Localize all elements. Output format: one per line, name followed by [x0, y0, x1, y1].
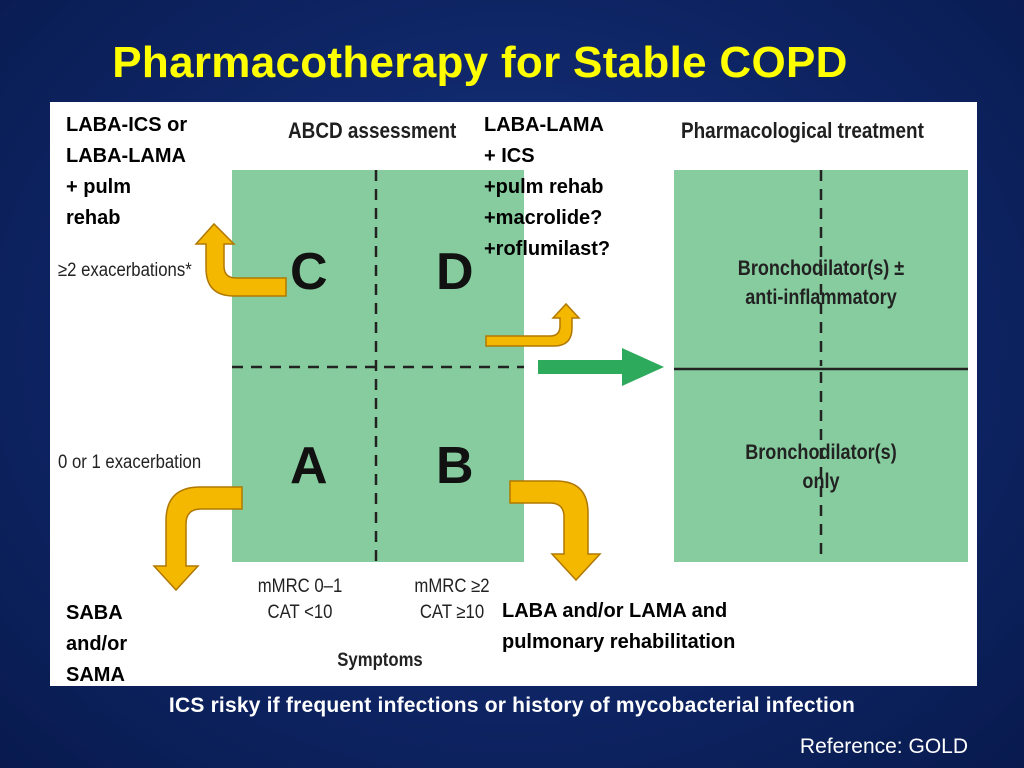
slide-title: Pharmacotherapy for Stable COPD	[112, 38, 848, 87]
x-axis-low-mmrc: mMRC 0–1	[257, 576, 343, 597]
arrow-c-icon	[194, 222, 287, 297]
arrow-a-icon	[152, 486, 243, 592]
group-a-therapy-note: SABA and/or SAMA	[66, 602, 128, 686]
y-axis-high-label: ≥2 exacerbations*	[58, 260, 192, 281]
x-axis-high-mmrc: mMRC ≥2	[414, 576, 490, 597]
x-axis-high-cat: CAT ≥10	[419, 602, 485, 623]
x-axis-low-cat: CAT <10	[267, 602, 333, 623]
x-axis-title: Symptoms	[337, 650, 423, 671]
footer-note: ICS risky if frequent infections or hist…	[168, 694, 856, 717]
group-d-therapy-note: LABA-LAMA + ICS +pulm rehab +macrolide? …	[484, 114, 611, 260]
reference-text: Reference: GOLD	[799, 735, 968, 758]
treatment-upper-text: Bronchodilator(s) ± anti-inflammatory	[737, 257, 905, 309]
y-axis-low-label: 0 or 1 exacerbation	[58, 452, 202, 473]
treatment-heading: Pharmacological treatment	[681, 118, 924, 143]
assessment-heading: ABCD assessment	[288, 118, 457, 143]
group-c-therapy-note: LABA-ICS or LABA-LAMA + pulm rehab	[66, 114, 188, 229]
quadrant-a-label: A	[290, 437, 328, 495]
quadrant-b-label: B	[436, 437, 474, 495]
arrow-b-icon	[509, 480, 602, 582]
arrow-d-icon	[485, 302, 581, 347]
assessment-to-treatment-arrow	[538, 348, 664, 386]
quadrant-d-label: D	[436, 243, 474, 301]
quadrant-c-label: C	[290, 243, 328, 301]
group-b-therapy-note: LABA and/or LAMA and pulmonary rehabilit…	[502, 600, 736, 653]
